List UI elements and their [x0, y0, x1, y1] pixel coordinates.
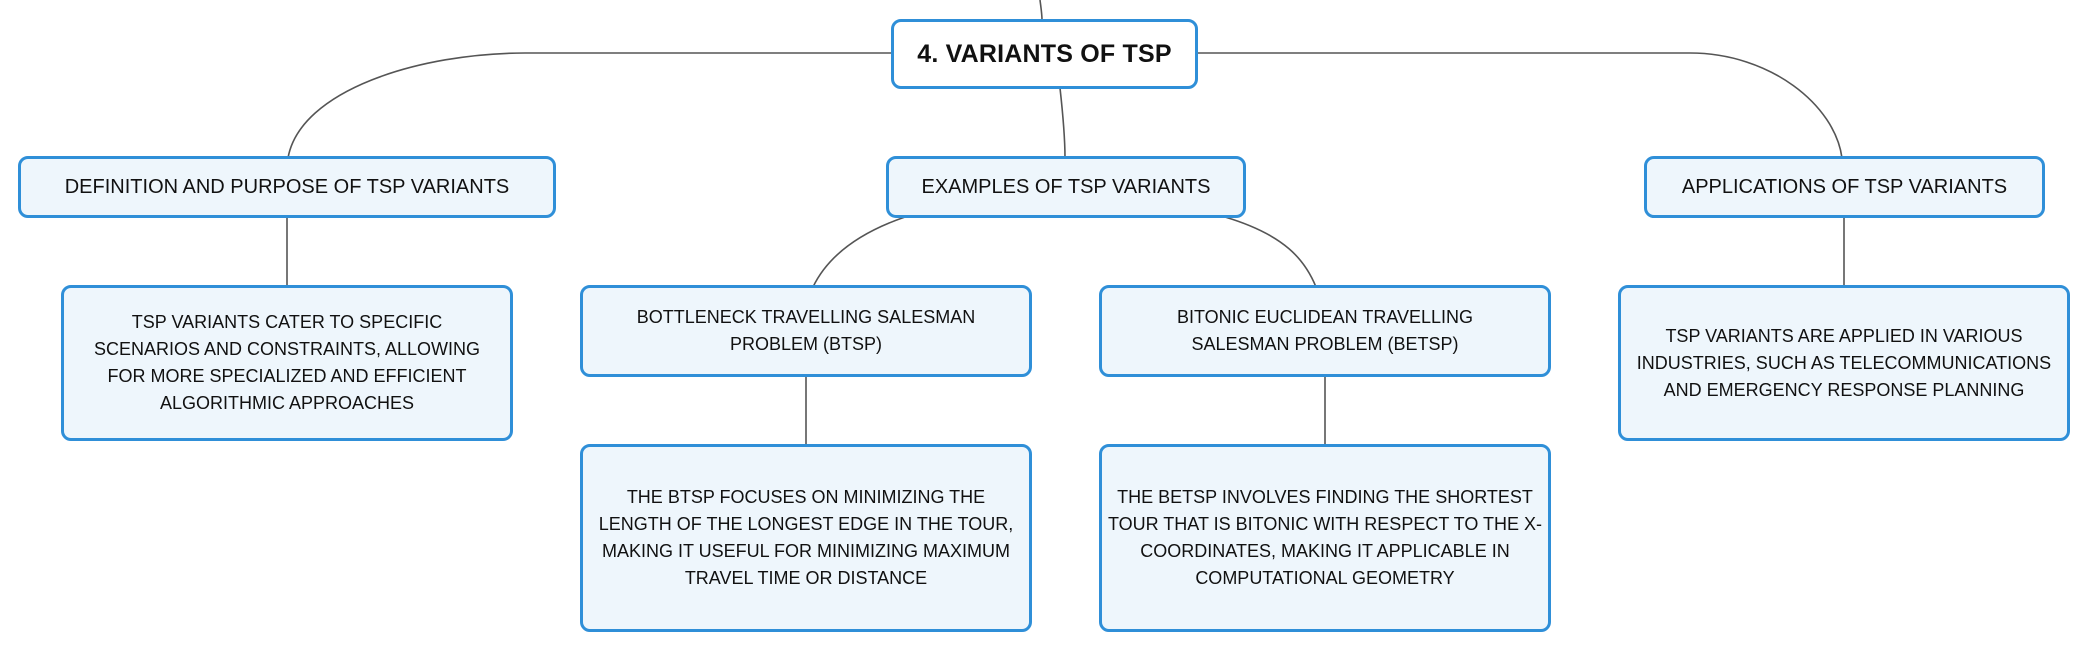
root-topic-label: 4. VARIANTS OF TSP	[917, 39, 1172, 68]
topic-applications-label: APPLICATIONS OF TSP VARIANTS	[1681, 175, 2008, 198]
connector-examples-to-btsp	[812, 216, 906, 288]
root-topic[interactable]: 4. VARIANTS OF TSP	[891, 19, 1198, 89]
subtopic-btsp[interactable]: BOTTLENECK TRAVELLING SALESMAN PROBLEM (…	[580, 285, 1032, 377]
connector-examples-to-betsp	[1224, 216, 1317, 288]
subtopic-definition-detail[interactable]: TSP VARIANTS CATER TO SPECIFIC SCENARIOS…	[61, 285, 513, 441]
topic-definition-and-purpose-label: DEFINITION AND PURPOSE OF TSP VARIANTS	[64, 175, 510, 198]
subtopic-btsp-detail[interactable]: THE BTSP FOCUSES ON MINIMIZING THE LENGT…	[580, 444, 1032, 632]
topic-examples-label: EXAMPLES OF TSP VARIANTS	[921, 175, 1211, 198]
topic-definition-and-purpose[interactable]: DEFINITION AND PURPOSE OF TSP VARIANTS	[18, 156, 556, 218]
subtopic-definition-detail-label: TSP VARIANTS CATER TO SPECIFIC SCENARIOS…	[93, 312, 481, 413]
subtopic-betsp-detail[interactable]: THE BETSP INVOLVES FINDING THE SHORTEST …	[1099, 444, 1551, 632]
subtopic-applications-detail-label: TSP VARIANTS ARE APPLIED IN VARIOUS INDU…	[1636, 325, 2052, 400]
connector-parent-to-root	[1039, 0, 1043, 21]
subtopic-betsp-detail-label: THE BETSP INVOLVES FINDING THE SHORTEST …	[1107, 487, 1543, 588]
topic-examples[interactable]: EXAMPLES OF TSP VARIANTS	[886, 156, 1246, 218]
connector-root-to-examples	[1059, 87, 1066, 159]
subtopic-btsp-label: BOTTLENECK TRAVELLING SALESMAN PROBLEM (…	[636, 307, 976, 354]
subtopic-applications-detail[interactable]: TSP VARIANTS ARE APPLIED IN VARIOUS INDU…	[1618, 285, 2070, 441]
subtopic-betsp[interactable]: BITONIC EUCLIDEAN TRAVELLING SALESMAN PR…	[1099, 285, 1551, 377]
topic-applications[interactable]: APPLICATIONS OF TSP VARIANTS	[1644, 156, 2045, 218]
connector-root-to-applications	[1196, 52, 1843, 159]
subtopic-betsp-label: BITONIC EUCLIDEAN TRAVELLING SALESMAN PR…	[1176, 307, 1474, 354]
connector-root-to-definition	[287, 52, 893, 159]
subtopic-btsp-detail-label: THE BTSP FOCUSES ON MINIMIZING THE LENGT…	[598, 487, 1014, 588]
